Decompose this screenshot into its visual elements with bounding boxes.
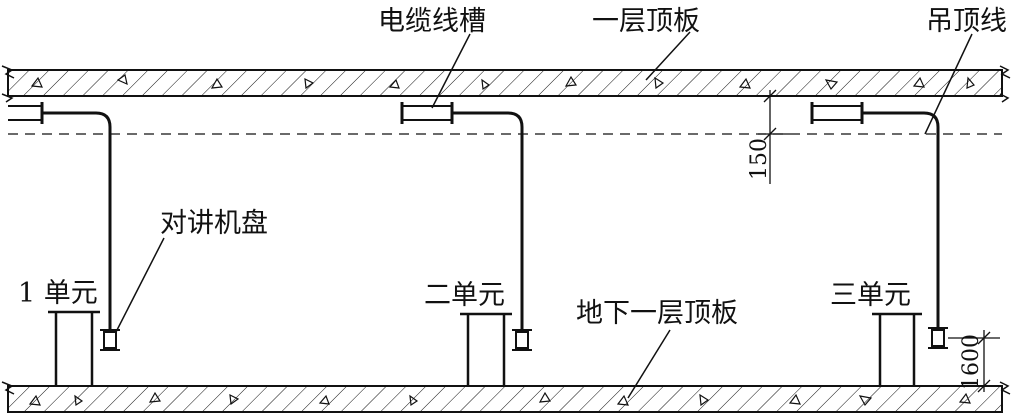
cable-tray-middle xyxy=(400,102,454,124)
cable-tray-left xyxy=(8,102,44,124)
label-ceiling-line: 吊顶线 xyxy=(926,6,1007,37)
dimension-150 xyxy=(758,89,790,184)
door-unit1 xyxy=(48,310,100,386)
bottom-slab xyxy=(1,381,1011,413)
leader-cable-tray xyxy=(431,33,471,109)
label-intercom-panel: 对讲机盘 xyxy=(160,208,268,239)
leader-ceiling-line xyxy=(924,33,973,135)
top-slab xyxy=(1,65,1011,103)
cable-run-unit1 xyxy=(42,111,112,330)
label-unit1: 1 单元 xyxy=(18,278,98,309)
dimension-1600 xyxy=(948,330,1000,393)
intercom-panel-unit3 xyxy=(928,327,948,349)
cable-run-unit3 xyxy=(862,111,940,328)
intercom-panel-unit1 xyxy=(100,329,120,351)
leader-basement-slab xyxy=(627,329,671,399)
label-basement-slab: 地下一层顶板 xyxy=(576,298,738,329)
label-unit2: 二单元 xyxy=(424,280,505,311)
label-cable-tray: 电缆线槽 xyxy=(378,6,486,37)
cable-tray-right xyxy=(810,102,864,124)
label-unit3: 三单元 xyxy=(830,280,911,311)
label-floor1-slab: 一层顶板 xyxy=(592,6,700,37)
cable-run-unit2 xyxy=(452,111,524,330)
dimension-1600-text: 1600 xyxy=(959,334,984,390)
door-unit3 xyxy=(872,312,922,386)
intercom-panel-unit2 xyxy=(512,329,532,351)
leader-intercom-panel xyxy=(115,237,165,333)
door-unit2 xyxy=(460,312,512,386)
leader-floor1-slab xyxy=(645,31,691,81)
dimension-150-text: 150 xyxy=(747,138,772,180)
